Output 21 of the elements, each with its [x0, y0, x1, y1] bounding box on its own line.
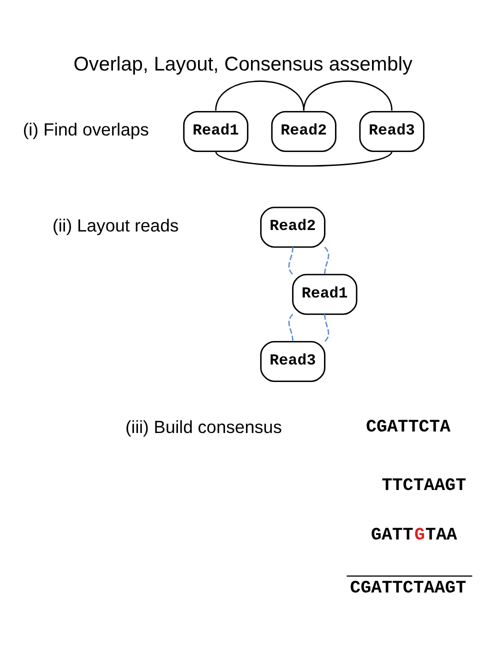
connector: [303, 80, 392, 111]
diagram-title: Overlap, Layout, Consensus assembly: [74, 54, 412, 76]
connector: [288, 247, 294, 275]
node-box: Read1: [292, 274, 358, 315]
connector: [324, 246, 330, 275]
node-box: Read2: [260, 206, 326, 248]
label: CGATTCTAAGT: [350, 578, 466, 598]
node-box: Read1: [183, 110, 248, 152]
node-box: Read3: [359, 110, 424, 152]
label: TTCTAAGT: [382, 476, 466, 496]
connector: [215, 80, 304, 111]
node-box: Read2: [271, 110, 336, 152]
label: (ii) Layout reads: [52, 215, 179, 236]
connector: [288, 314, 294, 342]
label: GATTGTAA: [371, 526, 458, 546]
label: CGATTCTA: [366, 418, 450, 438]
label: (iii) Build consensus: [125, 416, 282, 437]
connector: [215, 150, 392, 167]
label: (i) Find overlaps: [22, 120, 149, 140]
node-box: Read3: [260, 340, 326, 382]
connector: [324, 314, 330, 342]
